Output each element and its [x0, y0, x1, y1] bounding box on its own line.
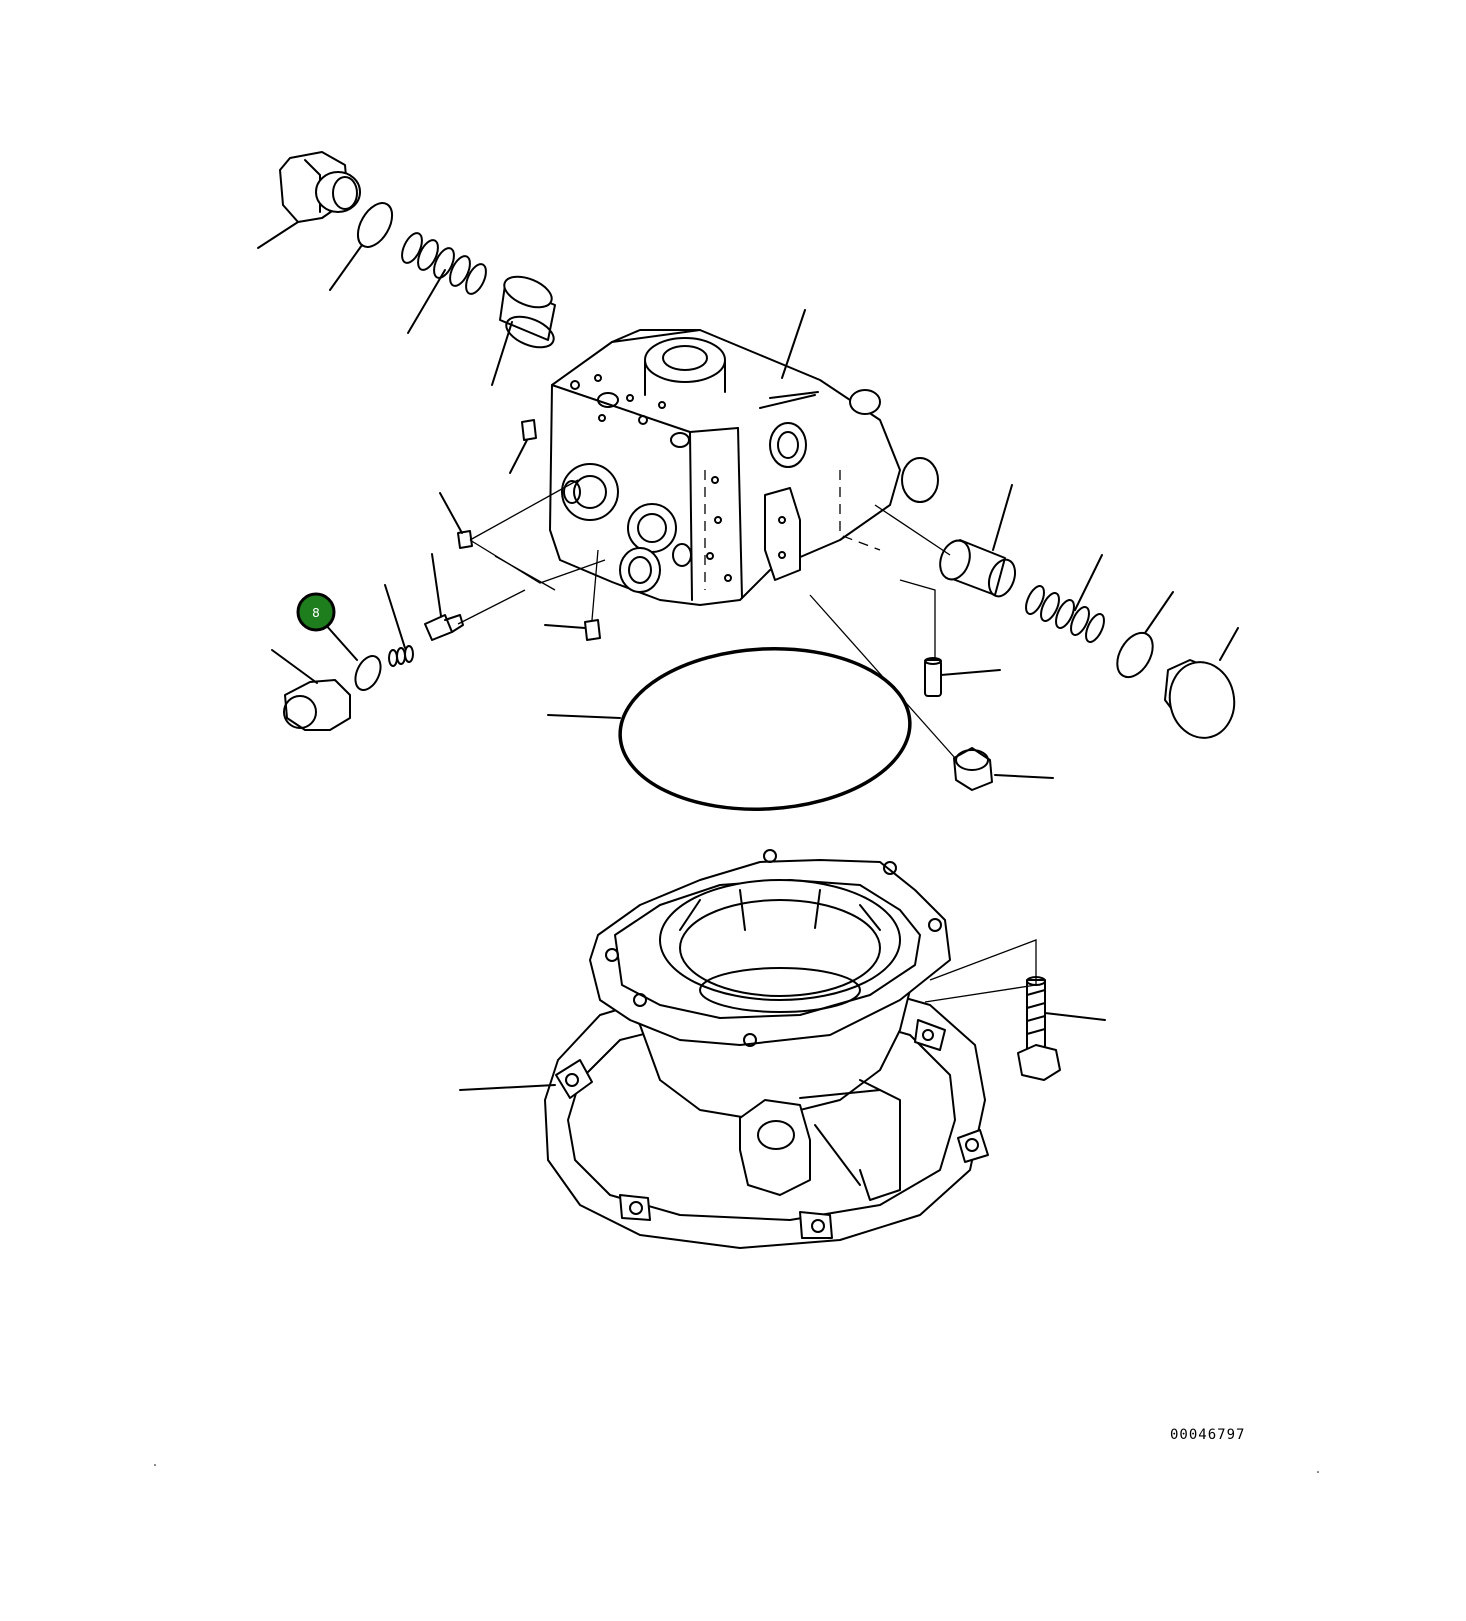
spring-lower-left: [384, 584, 414, 667]
spring-upper-left: [401, 232, 487, 334]
plug-small-mid: [439, 479, 606, 591]
callout-8[interactable]: 8: [296, 592, 336, 632]
o-ring-upper-left: [329, 202, 394, 291]
plug-small-upper: [509, 419, 537, 474]
housing: [459, 849, 989, 1249]
drawing-id: 00046797: [1170, 1427, 1246, 1443]
spring-right: [1025, 554, 1105, 643]
leader-body: [781, 309, 806, 379]
plug-small-lower: [544, 549, 601, 641]
cap-upper-left: [257, 151, 361, 249]
plunger-right: [874, 484, 1017, 598]
callout-8-label: 8: [312, 606, 320, 620]
callout-8-leader: [324, 623, 358, 661]
cap-right: [1164, 627, 1239, 739]
plunger-upper-left: [491, 275, 556, 386]
dowel-pin: [899, 579, 1001, 697]
check-valve-small: [424, 553, 526, 641]
bolt: [924, 939, 1106, 1081]
valve-body: [549, 329, 939, 606]
stray-dot-left: [154, 1464, 156, 1466]
o-ring-lower-left: [354, 655, 382, 691]
plug-lower-left: [271, 649, 351, 731]
stray-dot-right: [1317, 1471, 1319, 1473]
large-o-ring: [547, 647, 912, 811]
o-ring-right: [1116, 591, 1174, 679]
collar: [809, 594, 1054, 791]
